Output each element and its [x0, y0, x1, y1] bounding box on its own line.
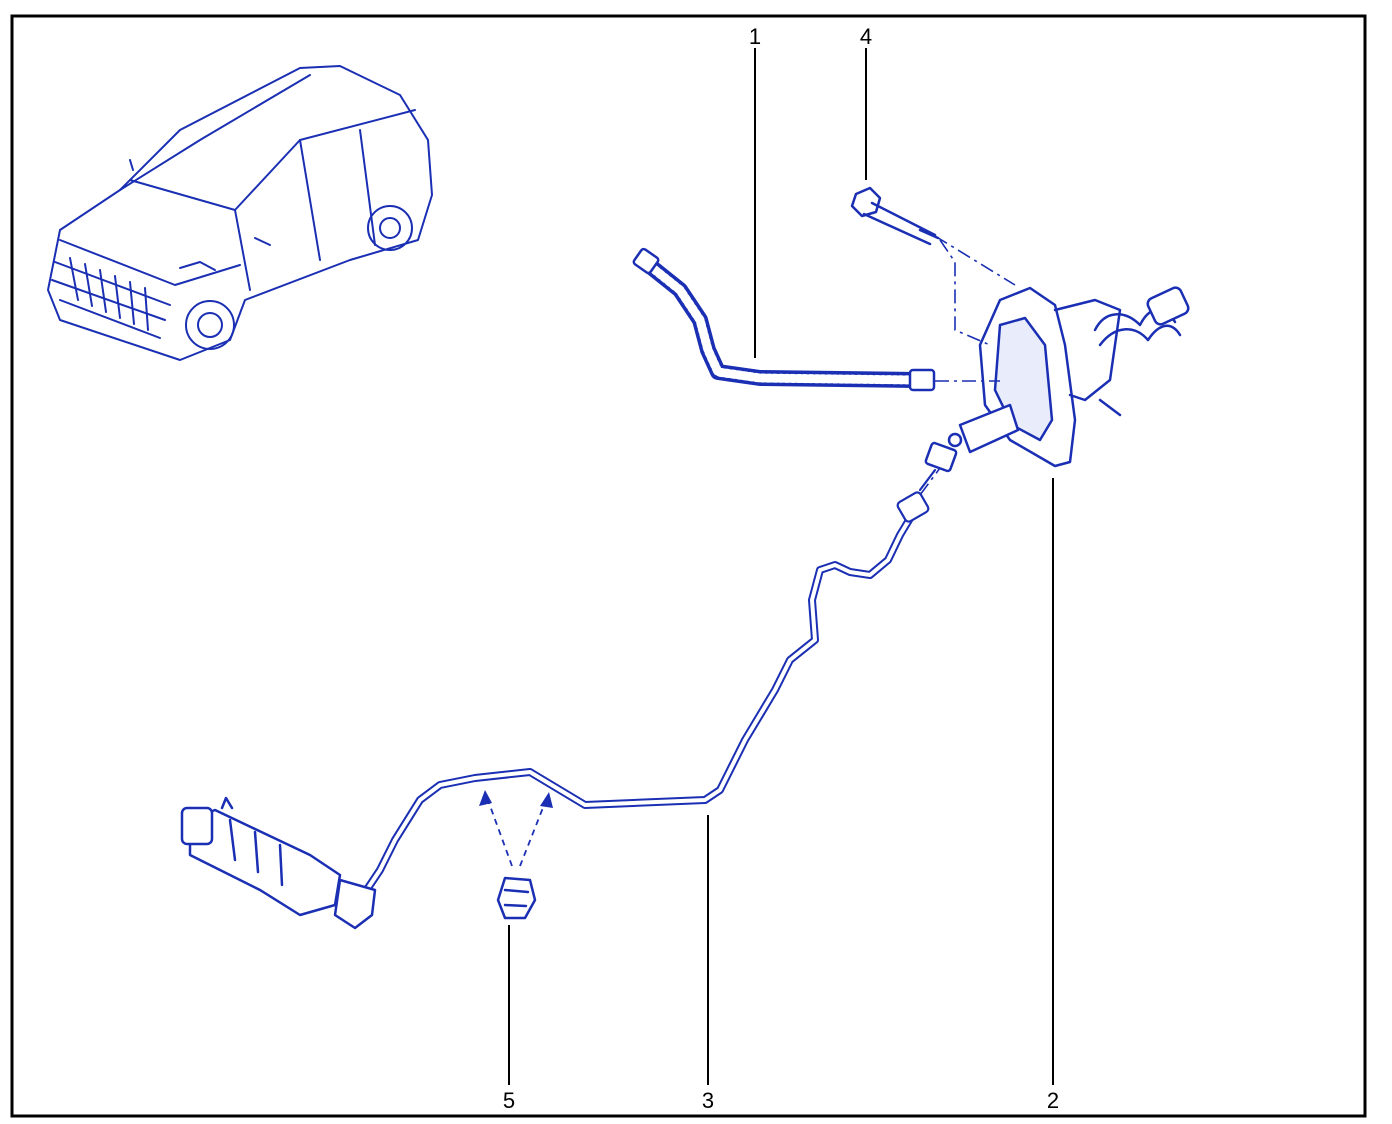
rigid-pipe [364, 468, 937, 892]
diagram-frame [10, 14, 1367, 1118]
assembly-guide-lines [484, 235, 1016, 867]
callout-4: 4 [860, 24, 872, 49]
callout-5: 5 [503, 1088, 515, 1113]
arrowhead-right [540, 792, 553, 808]
bolt [850, 186, 940, 246]
arrowhead-left [479, 790, 492, 806]
callout-2: 2 [1047, 1088, 1059, 1113]
car-illustration [47, 65, 433, 361]
clip [496, 876, 537, 920]
callout-1: 1 [749, 24, 761, 49]
callout-3: 3 [702, 1088, 714, 1113]
flexible-hose [632, 247, 936, 392]
master-cylinder [924, 286, 1190, 473]
slave-cylinder [180, 796, 377, 930]
